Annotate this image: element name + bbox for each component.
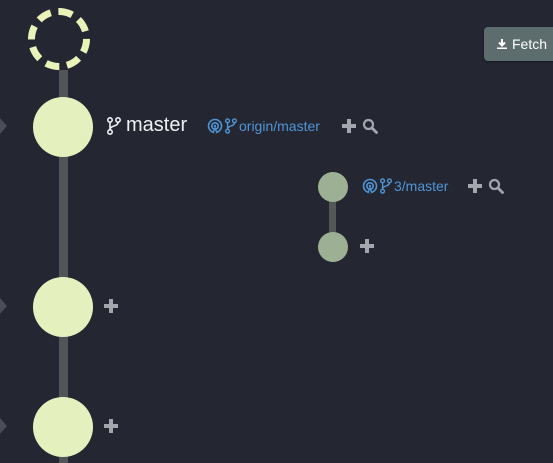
plus-icon[interactable] [104,419,118,433]
branch-icon [380,178,392,194]
remote-ref-origin-master[interactable]: origin/master [207,118,320,134]
row-marker [0,298,7,314]
remote-ref-label: origin/master [239,118,320,134]
search-icon[interactable] [362,118,378,134]
branch-icon [107,116,121,135]
local-branch-master[interactable]: master [107,114,187,137]
plus-icon[interactable] [342,119,356,133]
commit-node[interactable] [33,397,93,457]
plus-icon[interactable] [360,239,374,253]
fetch-label: Fetch [512,36,548,52]
commit-node-head[interactable] [33,97,93,157]
download-icon [497,39,507,49]
remote-icon [362,178,378,194]
row-marker [0,118,7,134]
remote-icon [207,118,223,134]
remote-branch-line [329,198,336,238]
local-branch-label: master [126,114,188,136]
remote-ref-label: 3/master [394,178,449,194]
remote-ref-3-master[interactable]: 3/master [362,178,448,194]
remote-commit-node[interactable] [318,172,348,202]
fetch-button[interactable]: Fetch [484,27,553,61]
branch-icon [225,118,237,134]
main-branch-line [59,70,68,463]
commit-node[interactable] [33,277,93,337]
plus-icon[interactable] [104,299,118,313]
search-icon[interactable] [488,178,504,194]
plus-icon[interactable] [468,179,482,193]
row-marker [0,418,7,434]
remote-commit-node[interactable] [318,232,348,262]
wip-node[interactable] [28,8,90,70]
